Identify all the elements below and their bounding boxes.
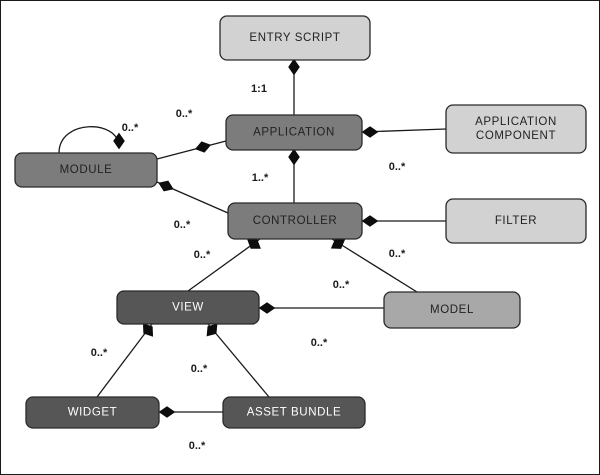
node-box-view[interactable] <box>116 290 260 325</box>
mult-module-self-loop: 0..* <box>122 122 139 134</box>
aggregation-diamond-application-application-component <box>361 126 379 138</box>
node-label-filter: FILTER <box>495 215 537 227</box>
node-filter[interactable]: FILTER <box>445 198 587 244</box>
aggregation-diamond-controller-view <box>247 239 261 249</box>
node-label-model: MODEL <box>430 304 474 316</box>
mult-controller-view: 0..* <box>194 249 211 261</box>
mult-entry-script-application: 1:1 <box>251 83 267 95</box>
aggregation-diamond-layer <box>113 58 379 418</box>
node-box-filter[interactable] <box>445 198 587 244</box>
edge-controller-view <box>187 238 261 292</box>
mult-view-asset-bundle: 0..* <box>191 363 208 375</box>
node-controller[interactable]: CONTROLLER <box>227 202 363 240</box>
mult-module-controller: 0..* <box>174 219 191 231</box>
mult-controller-model: 0..* <box>333 279 350 291</box>
node-label-module: MODULE <box>60 164 113 176</box>
node-box-model[interactable] <box>383 291 521 329</box>
aggregation-diamond-application-controller <box>288 148 300 166</box>
edge-view-widget <box>96 323 153 398</box>
mult-view-model: 0..* <box>311 337 328 349</box>
node-application-component[interactable]: APPLICATION COMPONENT <box>445 104 587 154</box>
node-view[interactable]: VIEW <box>116 290 260 325</box>
node-module[interactable]: MODULE <box>14 152 158 188</box>
mult-application-controller: 1..* <box>252 172 269 184</box>
aggregation-diamond-module-controller <box>158 180 174 192</box>
node-model[interactable]: MODEL <box>383 291 521 329</box>
edge-controller-model <box>331 238 418 293</box>
aggregation-diamond-view-model <box>258 302 276 314</box>
node-label-application-component: APPLICATION <box>475 116 557 128</box>
aggregation-diamond-entry-script-application <box>288 58 300 76</box>
edge-view-asset-bundle <box>207 323 270 398</box>
node-entry-script[interactable]: ENTRY SCRIPT <box>219 15 371 61</box>
node-label-entry-script: ENTRY SCRIPT <box>249 32 340 44</box>
node-box-asset-bundle[interactable] <box>222 396 366 429</box>
node-label-view: VIEW <box>172 302 204 314</box>
node-label-application: APPLICATION <box>253 127 335 139</box>
aggregation-diamond-controller-model <box>330 239 346 249</box>
node-box-controller[interactable] <box>227 202 363 240</box>
aggregation-diamond-module-self-loop <box>113 132 125 150</box>
node-asset-bundle[interactable]: ASSET BUNDLE <box>222 396 366 429</box>
mult-module-application: 0..* <box>176 108 193 120</box>
mult-controller-filter: 0..* <box>389 248 406 260</box>
node-box-widget[interactable] <box>25 396 160 429</box>
node-box-application-component[interactable] <box>445 104 587 154</box>
node-box-module[interactable] <box>14 152 158 188</box>
node-label-application-component: COMPONENT <box>476 130 556 142</box>
mult-application-component: 0..* <box>389 161 406 173</box>
node-label-controller: CONTROLLER <box>253 215 338 227</box>
mult-view-widget: 0..* <box>91 347 108 359</box>
node-layer: ENTRY SCRIPT APPLICATION APPLICATION COMPON… <box>14 15 587 429</box>
node-label-widget: WIDGET <box>68 407 118 419</box>
multiplicity-label-layer: 1:1 0..* 0..* 0..* 1..* 0..* 0..* 0..* 0..* 0..* 0… <box>91 83 406 452</box>
mult-widget-asset-bundle: 0..* <box>189 440 206 452</box>
edge-module-self-loop <box>58 126 120 154</box>
aggregation-diamond-controller-filter <box>361 215 379 227</box>
node-label-asset-bundle: ASSET BUNDLE <box>247 407 342 419</box>
node-box-application[interactable] <box>225 114 363 151</box>
aggregation-diamond-module-application <box>194 141 212 153</box>
aggregation-diamond-widget-asset-bundle <box>158 406 176 418</box>
edge-module-application <box>156 140 227 160</box>
node-box-entry-script[interactable] <box>219 15 371 61</box>
node-application[interactable]: APPLICATION <box>225 114 363 151</box>
node-widget[interactable]: WIDGET <box>25 396 160 429</box>
